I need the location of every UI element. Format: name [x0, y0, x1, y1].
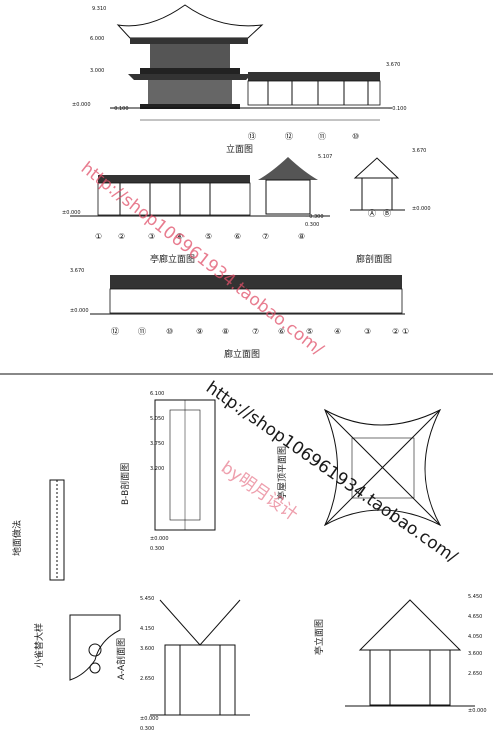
axis-mark: ①: [95, 232, 102, 241]
level-label: 5.050: [150, 416, 164, 422]
axis-mark: ⑬: [248, 132, 256, 141]
level-label: ±0.000: [150, 536, 169, 542]
level-label: 6.100: [150, 391, 164, 397]
axis-mark: ②: [392, 327, 399, 336]
level-label: ±0.000: [70, 308, 89, 314]
axis-mark: ⑫: [111, 327, 119, 336]
axis-mark: Ⓐ: [368, 209, 376, 218]
drawing-caption: 地面做法: [11, 520, 23, 556]
main-building-elevation: 9.310 6.000 3.000 ±0.000 −0.100 3.670 −0…: [72, 4, 407, 155]
level-label: 4.150: [140, 626, 154, 632]
level-label: 3.200: [150, 466, 164, 472]
level-label: 3.750: [150, 441, 164, 447]
level-label: 2.650: [140, 676, 154, 682]
level-label: 3.000: [90, 68, 104, 74]
axis-mark: ⑧: [298, 232, 305, 241]
level-label: ±0.000: [412, 206, 431, 212]
level-label: 4.650: [468, 614, 482, 620]
level-label: 0.300: [305, 222, 319, 228]
b-section: 6.100 5.050 3.750 3.200 ±0.000 0.300 B-B…: [119, 391, 216, 552]
beam-detail: 小雀替大样: [33, 614, 121, 681]
level-label: 4.050: [468, 634, 482, 640]
level-label: 6.000: [90, 36, 104, 42]
axis-mark: ⑥: [234, 232, 241, 241]
axis-mark: ②: [118, 232, 125, 241]
axis-mark: ⑫: [285, 132, 293, 141]
drawing-caption: 亭屋顶平面图: [276, 446, 288, 500]
level-label: 3.670: [386, 62, 400, 68]
level-label: −0.100: [388, 106, 407, 112]
drawing-caption: 亭廊立面图: [150, 253, 195, 265]
axis-mark: ③: [364, 327, 371, 336]
drawing-caption: 立面图: [226, 143, 253, 155]
level-label: ±0.000: [140, 716, 159, 722]
corridor-section: 3.670 ±0.000 Ⓐ Ⓑ 廊剖面图: [350, 148, 431, 265]
axis-mark: ⑪: [318, 132, 326, 141]
level-label: 2.650: [468, 671, 482, 677]
axis-mark: ⑤: [306, 327, 313, 336]
level-label: 0.300: [150, 546, 164, 552]
level-label: 5.107: [318, 154, 332, 160]
drawing-caption: 小雀替大样: [33, 623, 45, 668]
drawing-caption: 廊立面图: [224, 348, 260, 360]
level-label: 0.300: [140, 726, 154, 732]
pavilion-elevation: 5.450 4.650 4.050 3.600 2.650 ±0.000 亭立面…: [313, 594, 487, 714]
level-label: 3.670: [70, 268, 84, 274]
axis-mark: ⑨: [196, 327, 203, 336]
axis-mark: ⑤: [205, 232, 212, 241]
level-label: −0.300: [305, 214, 324, 220]
axis-mark: ⑩: [166, 327, 173, 336]
level-label: 9.310: [92, 6, 106, 12]
axis-mark: ③: [148, 232, 155, 241]
axis-mark: ⑥: [278, 327, 285, 336]
axis-mark: ④: [176, 232, 183, 241]
level-label: ±0.000: [62, 210, 81, 216]
long-corridor-elevation: 3.670 ±0.000 ⑫ ⑪ ⑩ ⑨ ⑧ ⑦ ⑥ ⑤ ④ ③ ② ① 廊立面…: [70, 268, 409, 360]
axis-mark: ⑦: [252, 327, 259, 336]
level-label: ±0.000: [72, 102, 91, 108]
drawing-caption: B-B剖面图: [119, 463, 131, 505]
level-label: 5.450: [140, 596, 154, 602]
axis-mark: ⑩: [352, 132, 359, 141]
level-label: 3.600: [140, 646, 154, 652]
axis-mark: Ⓑ: [383, 209, 391, 218]
level-label: 3.600: [468, 651, 482, 657]
watermark-shop: by明月设计: [217, 458, 301, 525]
axis-mark: ⑦: [262, 232, 269, 241]
ground-detail: 地面做法: [11, 479, 65, 581]
drawing-caption: 亭立面图: [313, 619, 325, 655]
axis-mark: ⑧: [222, 327, 229, 336]
level-label: 5.450: [468, 594, 482, 600]
drawing-caption: A-A剖面图: [115, 638, 127, 680]
level-label: ±0.000: [468, 708, 487, 714]
pavilion-corridor-elevation: 5.107 ±0.000 −0.300 0.300 ① ② ③ ④ ⑤ ⑥ ⑦ …: [62, 154, 332, 265]
roof-plan: 亭屋顶平面图: [276, 408, 442, 527]
level-label: −0.100: [110, 106, 129, 112]
a-section: 5.450 4.150 3.600 2.650 ±0.000 0.300 A-A…: [115, 596, 250, 732]
drawing-caption: 廊剖面图: [356, 253, 392, 265]
level-label: 3.670: [412, 148, 426, 154]
axis-mark: ①: [402, 327, 409, 336]
axis-mark: ④: [334, 327, 341, 336]
axis-mark: ⑪: [138, 327, 146, 336]
